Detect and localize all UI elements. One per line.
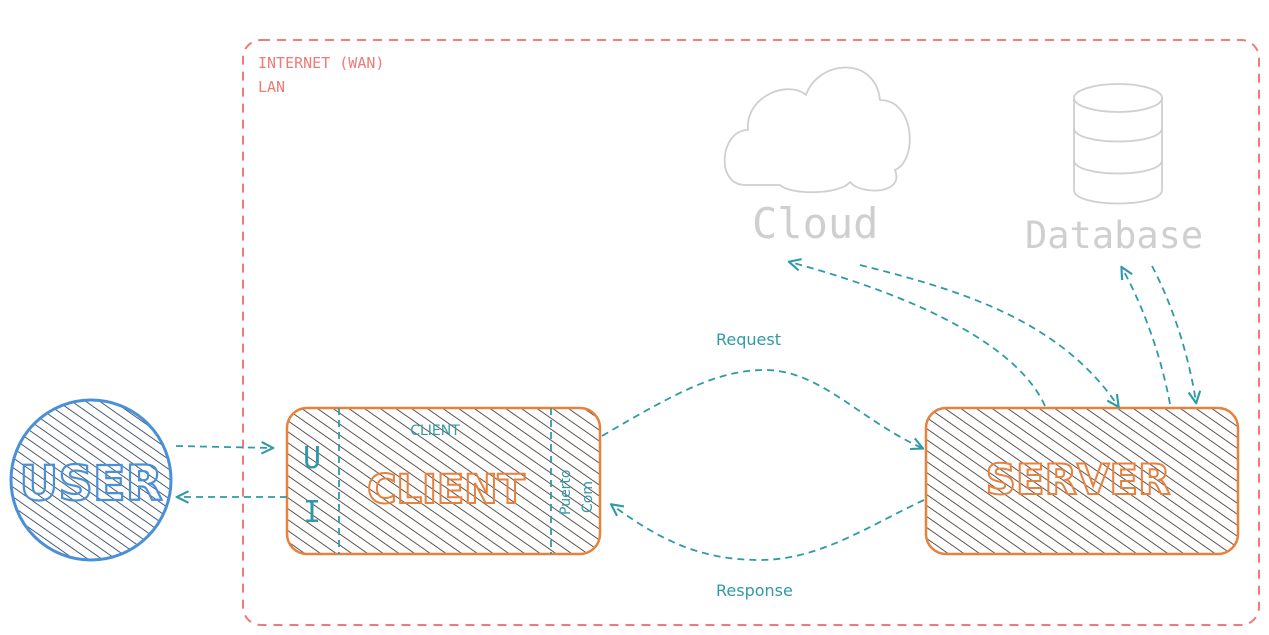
boundary-label-lan: LAN [258, 78, 285, 96]
network-boundary [242, 39, 1260, 626]
database-to-server-arrow [1151, 265, 1196, 402]
request-arrow [601, 369, 922, 448]
client-label: CLIENT [367, 467, 526, 513]
cloud-to-server-arrow [859, 264, 1118, 406]
client-ui-letter-i: I [303, 495, 321, 530]
user-to-client-arrow [175, 446, 272, 448]
server-label: SERVER [986, 455, 1171, 504]
response-label: Response [716, 581, 793, 600]
client-port-label: Puerto [558, 470, 574, 516]
response-arrow [612, 499, 925, 561]
database-label: Database [1025, 214, 1203, 257]
cloud-label: Cloud [752, 199, 878, 248]
client-node: U I CLIENT CLIENT Puerto Com [285, 406, 602, 556]
client-small-label: CLIENT [410, 423, 460, 439]
cloud-icon [723, 66, 911, 194]
user-node: USER [9, 398, 173, 562]
boundary-label-wan: INTERNET (WAN) [258, 54, 384, 72]
server-to-database-arrow [1122, 268, 1171, 405]
user-label: USER [19, 456, 162, 512]
request-label: Request [716, 330, 781, 349]
database-icon [1073, 83, 1163, 205]
client-ui-letter-u: U [303, 441, 321, 476]
server-node: SERVER [924, 406, 1240, 556]
server-to-cloud-arrow [790, 262, 1046, 407]
client-port-label-2: Com [580, 481, 596, 513]
